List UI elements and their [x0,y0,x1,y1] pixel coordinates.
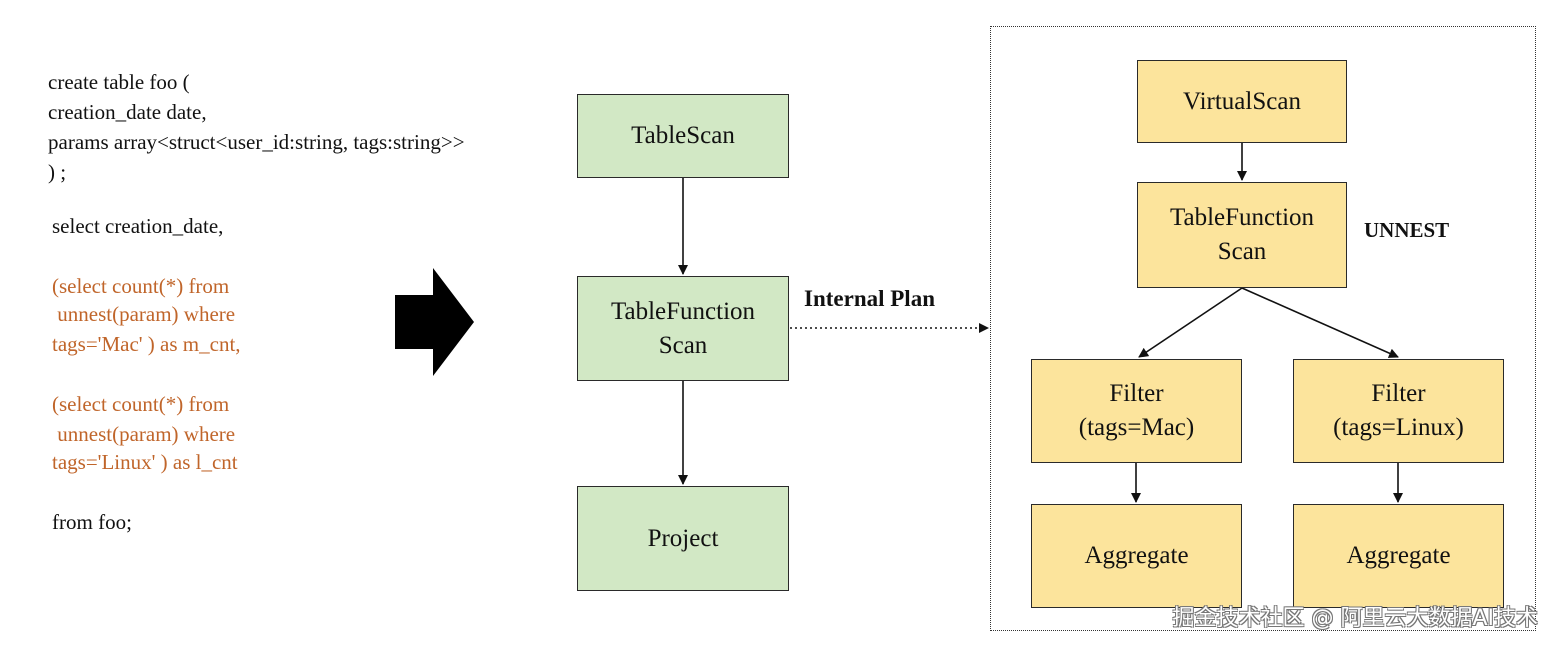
sql-line: unnest(param) where [52,422,236,446]
node-label: Filter (tags=Mac) [1078,380,1195,441]
node-virtualscan: VirtualScan [1137,60,1347,143]
sql-line: unnest(param) where [52,302,236,326]
node-label: Filter (tags=Linux) [1333,380,1464,441]
sql-line: from foo; [52,510,132,534]
sql-line: (select count(*) from [52,392,230,416]
sql-line: (select count(*) from [52,274,230,298]
sql-line: select creation_date, [52,214,224,238]
node-label: TableFunction Scan [610,297,756,359]
sql-line: params array<struct<user_id:string, tags… [48,130,465,154]
internal-plan-frame [990,26,1536,631]
internal-plan-label: Internal Plan [804,286,935,311]
watermark: 掘金技术社区 @ 阿里云大数据AI技术 [1172,606,1538,631]
edge-tfscan-to-filter-linux [1241,287,1399,358]
node-label: Aggregate [1084,542,1189,569]
node-label: TableScan [631,122,735,149]
sql-line: ) ; [48,160,67,184]
node-project: Project [577,486,789,591]
node-label: TableFunction Scan [1169,204,1315,265]
edge-tfscan-to-filter-mac [1138,287,1243,358]
node-label: Project [647,524,719,552]
unnest-label: UNNEST [1364,218,1450,242]
node-aggregate-right: Aggregate [1293,504,1504,608]
node-label: VirtualScan [1183,87,1301,115]
node-aggregate-left: Aggregate [1031,504,1242,608]
sql-line: tags='Mac' ) as m_cnt, [52,332,241,356]
node-label: Aggregate [1346,542,1451,569]
node-filter-mac: Filter (tags=Mac) [1031,359,1242,463]
node-tablescan: TableScan [577,94,789,178]
sql-line: tags='Linux' ) as l_cnt [52,450,238,474]
node-internal-tablefunction-scan: TableFunction Scan [1137,182,1347,288]
sql-line: creation_date date, [48,100,207,124]
node-filter-linux: Filter (tags=Linux) [1293,359,1504,463]
sql-line: create table foo ( [48,70,190,94]
node-tablefunction-scan: TableFunction Scan [577,276,789,381]
transform-arrow-icon [395,268,474,376]
